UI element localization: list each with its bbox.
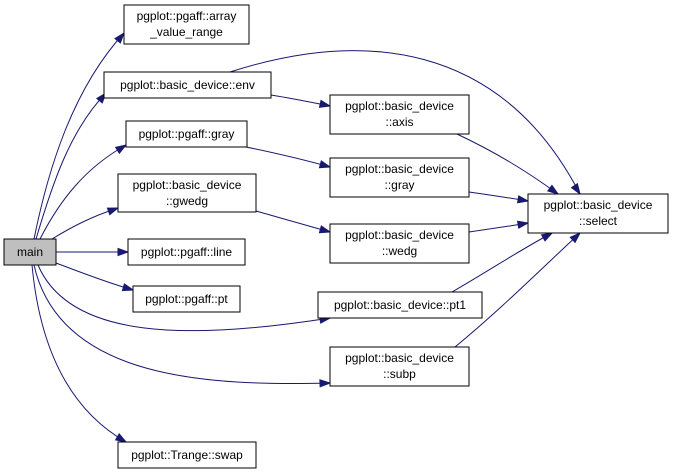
node-pgaff-gray-label: pgplot::pgaff::gray bbox=[139, 127, 235, 141]
node-trange-swap-label: pgplot::Trange::swap bbox=[131, 448, 243, 462]
edge-gwedg-to-basic-device-wedg-arrowhead bbox=[318, 225, 332, 234]
edge-basic-device-pt1-to-basic-device-select bbox=[451, 232, 553, 293]
node-basic-device-pt1-label: pgplot::basic_device::pt1 bbox=[334, 298, 466, 312]
edges bbox=[31, 31, 582, 443]
node-basic-device-axis[interactable]: pgplot::basic_device ::axis bbox=[329, 94, 470, 135]
node-basic-device-env[interactable]: pgplot::basic_device::env bbox=[103, 71, 272, 99]
node-main-label: main bbox=[17, 245, 43, 259]
edge-pgaff-gray-to-basic-device-gray-arrowhead bbox=[318, 160, 332, 169]
node-basic-device-env-label: pgplot::basic_device::env bbox=[120, 78, 255, 92]
node-basic-device-select-label-1: pgplot::basic_device bbox=[544, 198, 653, 212]
edge-basic-device-wedg-to-basic-device-select-arrowhead bbox=[516, 220, 530, 229]
edge-basic-device-gray-to-basic-device-select-arrowhead bbox=[516, 195, 530, 204]
edge-main-to-basic-device-subp-arrowhead bbox=[319, 379, 332, 388]
edge-main-to-basic-device-subp bbox=[33, 264, 331, 385]
node-basic-device-gwedg-label-1: pgplot::basic_device bbox=[133, 178, 242, 192]
node-basic-device-gwedg-label-2: ::gwedg bbox=[166, 194, 208, 208]
edge-main-to-pgaff-line-arrowhead bbox=[117, 247, 130, 257]
node-basic-device-wedg[interactable]: pgplot::basic_device ::wedg bbox=[329, 223, 470, 264]
node-basic-device-gray[interactable]: pgplot::basic_device ::gray bbox=[329, 157, 470, 198]
edge-basic-device-axis-to-basic-device-select-arrowhead bbox=[547, 184, 560, 195]
edge-main-to-trange-swap-arrowhead bbox=[114, 433, 128, 443]
node-basic-device-wedg-label-2: ::wedg bbox=[382, 244, 417, 258]
edge-basic-device-subp-to-basic-device-select-arrowhead bbox=[569, 231, 582, 244]
edge-main-to-trange-swap bbox=[31, 264, 127, 443]
edge-main-to-pgaff-pt-arrowhead bbox=[121, 283, 135, 292]
node-pgaff-array-value-range-label-1: pgplot::pgaff::array bbox=[137, 9, 237, 23]
edge-gwedg-to-basic-device-wedg bbox=[255, 210, 331, 233]
node-pgaff-line[interactable]: pgplot::pgaff::line bbox=[127, 238, 246, 266]
node-pgaff-line-label: pgplot::pgaff::line bbox=[141, 245, 233, 259]
node-basic-device-subp[interactable]: pgplot::basic_device ::subp bbox=[329, 346, 470, 387]
edge-pgaff-gray-to-basic-device-gray bbox=[245, 146, 331, 168]
edge-main-to-pgaff-gray-arrowhead bbox=[114, 144, 128, 155]
edge-env-to-basic-device-axis-arrowhead bbox=[318, 99, 332, 108]
node-basic-device-axis-label-2: ::axis bbox=[385, 115, 413, 129]
edge-main-to-pgaff-gray bbox=[39, 144, 127, 240]
node-basic-device-subp-label-1: pgplot::basic_device bbox=[345, 351, 454, 365]
node-basic-device-select-label-2: ::select bbox=[579, 214, 618, 228]
node-basic-device-select[interactable]: pgplot::basic_device ::select bbox=[527, 193, 669, 234]
edge-env-to-basic-device-select bbox=[229, 50, 581, 195]
node-pgaff-gray[interactable]: pgplot::pgaff::gray bbox=[125, 120, 248, 148]
edge-basic-device-subp-to-basic-device-select bbox=[454, 232, 581, 348]
edge-main-to-pgaff-pt bbox=[55, 262, 134, 291]
edge-main-to-basic-device-gwedg-arrowhead bbox=[106, 207, 120, 216]
edge-env-to-basic-device-select-arrowhead bbox=[570, 182, 581, 196]
node-basic-device-gray-label-1: pgplot::basic_device bbox=[345, 162, 454, 176]
node-basic-device-gray-label-2: ::gray bbox=[384, 178, 414, 192]
edge-main-to-pgaff-array-value-range bbox=[33, 32, 125, 240]
edge-basic-device-axis-to-basic-device-select bbox=[456, 133, 559, 195]
node-basic-device-pt1[interactable]: pgplot::basic_device::pt1 bbox=[317, 291, 483, 319]
node-pgaff-array-value-range[interactable]: pgplot::pgaff::array _value_range bbox=[123, 4, 250, 45]
edge-main-to-pgaff-array-value-range-arrowhead bbox=[114, 31, 125, 44]
edge-main-to-basic-device-env bbox=[35, 92, 107, 240]
node-main[interactable]: main bbox=[3, 238, 57, 266]
node-pgaff-pt-label: pgplot::pgaff::pt bbox=[145, 292, 228, 306]
node-pgaff-array-value-range-label-2: _value_range bbox=[149, 25, 223, 39]
edge-main-to-basic-device-pt1 bbox=[37, 264, 331, 332]
node-trange-swap[interactable]: pgplot::Trange::swap bbox=[117, 441, 257, 469]
edge-basic-device-pt1-to-basic-device-select-arrowhead bbox=[540, 232, 554, 242]
node-pgaff-pt[interactable]: pgplot::pgaff::pt bbox=[132, 285, 241, 313]
node-basic-device-wedg-label-1: pgplot::basic_device bbox=[345, 228, 454, 242]
edge-main-to-basic-device-gwedg bbox=[51, 207, 119, 240]
node-basic-device-gwedg[interactable]: pgplot::basic_device ::gwedg bbox=[117, 173, 257, 213]
node-basic-device-axis-label-1: pgplot::basic_device bbox=[345, 99, 454, 113]
node-basic-device-subp-label-2: ::subp bbox=[383, 367, 416, 381]
